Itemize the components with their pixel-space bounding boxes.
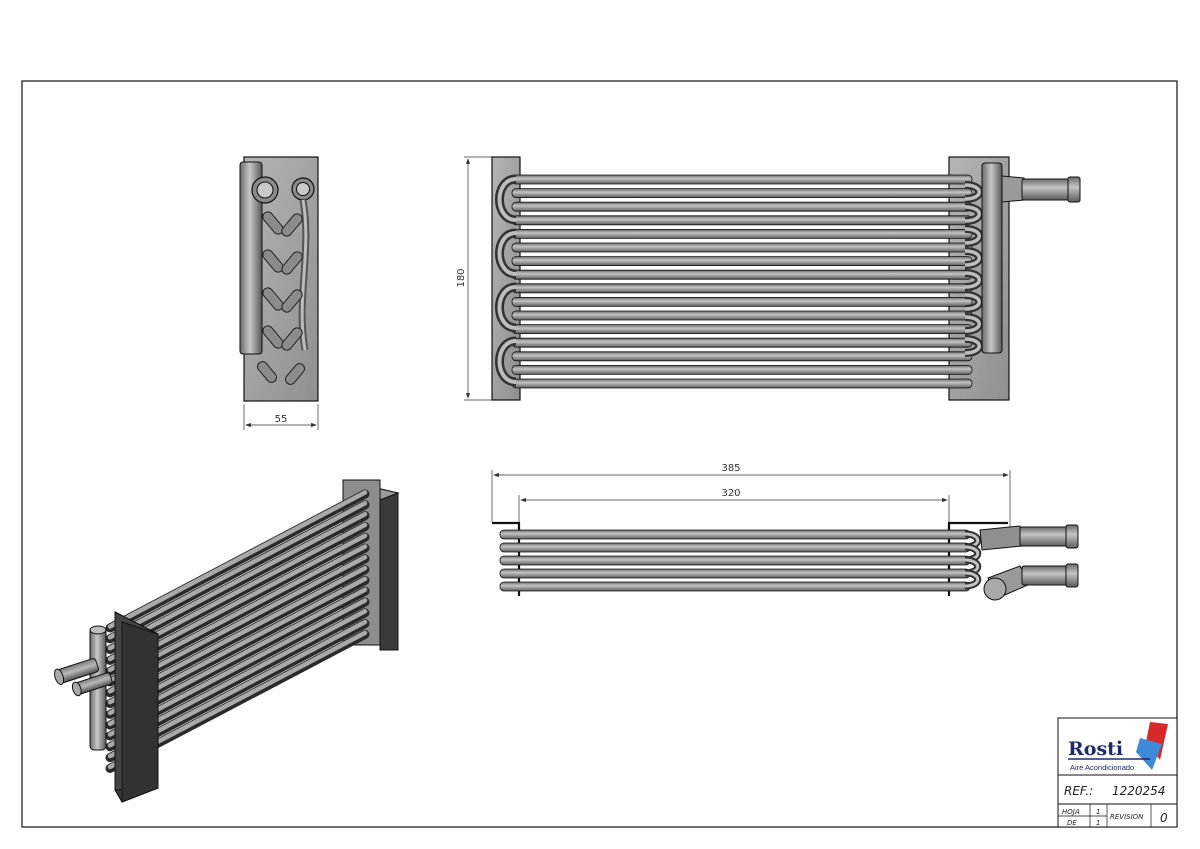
top-view-tube: [499, 529, 971, 540]
top-view-upper-pipe: [1019, 526, 1071, 547]
top-view-tube: [499, 568, 971, 579]
front-view-tube: [511, 215, 973, 226]
front-view-tube: [511, 228, 973, 239]
front-view-tube: [511, 324, 973, 335]
dim-text-tube-length: 320: [721, 488, 740, 499]
hoja-value: 1: [1096, 808, 1100, 816]
front-view-tube: [511, 188, 973, 199]
front-view-tube: [511, 378, 973, 389]
isometric-view: [54, 479, 400, 803]
top-view-tube-group: [499, 529, 982, 592]
top-view-tube: [499, 581, 971, 592]
sheet-border: [21, 80, 1178, 828]
front-view-tube: [511, 269, 973, 280]
side-view: 55: [239, 156, 319, 430]
dim-text-height: 180: [456, 268, 467, 287]
logo-accent-red: [1146, 722, 1168, 760]
de-label: DE: [1067, 819, 1077, 827]
logo-subtitle: Aire Acondicionado: [1070, 763, 1134, 772]
revision-label: REVISION: [1110, 813, 1144, 821]
front-view-tube: [511, 201, 973, 212]
front-view-tube: [511, 283, 973, 294]
top-view-lower-elbow: [983, 577, 1007, 601]
logo-accent-blue: [1136, 738, 1162, 770]
front-view-tube-group: [495, 174, 984, 389]
logo-wordmark: Rosti: [1068, 738, 1123, 760]
front-view-tube: [511, 256, 973, 267]
side-view-header-pipe: [239, 161, 263, 355]
front-view-tube: [511, 337, 973, 348]
top-view-tube: [499, 555, 971, 566]
ref-value: 1220254: [1112, 784, 1165, 798]
top-view-tube: [499, 542, 971, 553]
de-value: 1: [1096, 819, 1100, 827]
front-view-tube: [511, 310, 973, 321]
front-view-tube: [511, 364, 973, 375]
dim-text-overall-length: 385: [721, 463, 740, 474]
front-view: 180: [456, 156, 1081, 401]
front-view-tube: [511, 242, 973, 253]
hoja-label: HOJA: [1062, 808, 1080, 816]
top-view-lower-pipe: [1021, 565, 1071, 586]
front-view-tube: [511, 351, 973, 362]
front-view-tube: [511, 174, 973, 185]
revision-value: 0: [1160, 811, 1168, 825]
front-view-header-pipe: [981, 162, 1003, 354]
rosti-logo: Rosti Aire Acondicionado: [1068, 722, 1168, 772]
title-block: Rosti Aire Acondicionado REF.: 1220254 H…: [1057, 717, 1178, 828]
front-view-outlet-pipe: [1021, 178, 1073, 201]
dim-text-width: 55: [275, 414, 288, 425]
top-view: 385 320: [491, 463, 1079, 601]
ref-label: REF.:: [1064, 784, 1093, 798]
front-view-tube: [511, 296, 973, 307]
